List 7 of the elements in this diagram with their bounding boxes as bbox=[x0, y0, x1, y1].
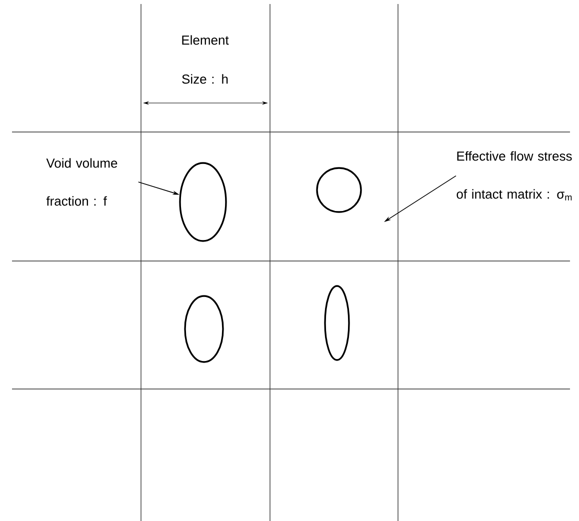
void-ellipse bbox=[179, 162, 227, 242]
void-circle bbox=[316, 167, 362, 213]
dimension-label: Element Size : h bbox=[182, 35, 229, 84]
void-ellipse bbox=[324, 285, 350, 361]
void-ellipse bbox=[184, 295, 224, 363]
callout-text: Void volume fraction : f bbox=[46, 158, 118, 206]
callout-text: Effective flow stress of intact matrix : σ$_{m}$ bbox=[456, 151, 572, 200]
